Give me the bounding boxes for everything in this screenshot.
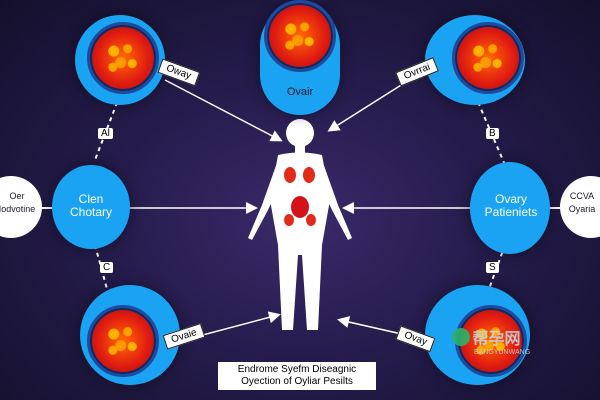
node-label-top-center: Ovair	[286, 86, 314, 98]
caption-line-1: Endrome Syefm Diseagnic	[237, 364, 357, 375]
body-organs	[284, 167, 316, 226]
node-label-left-center: Clen Chotary	[69, 192, 113, 219]
cell-image-top-center	[264, 0, 336, 72]
human-body-figure	[248, 119, 352, 330]
side-label-right: CCVA Oyaria	[568, 191, 596, 214]
caption-line-2: Oyection of Oyliar Pesilts	[241, 376, 353, 387]
side-label-left: Oer Iodvotine	[0, 191, 36, 214]
edge-label-right-lower: S	[486, 262, 499, 273]
node-right-center	[470, 162, 550, 254]
cell-image-top-left	[87, 22, 159, 94]
edge-label-left-upper: Al	[98, 128, 113, 139]
watermark-text-top: 帮孕网	[472, 331, 521, 348]
watermark-logo-icon	[452, 328, 470, 346]
edge-label-left-lower: C	[100, 262, 114, 273]
cell-image-bottom-left	[87, 305, 159, 377]
node-label-right-center: Ovary Patieniets	[484, 192, 538, 219]
edge-label-right-upper: B	[486, 128, 499, 139]
cell-image-top-right	[452, 22, 524, 94]
diagram-caption: Endrome Syefm Diseagnic Oyection of Oyli…	[218, 362, 376, 390]
watermark: 帮孕网 BANGYUNWANG	[452, 325, 530, 356]
node-left-center	[52, 165, 130, 249]
watermark-text-bottom: BANGYUNWANG	[474, 349, 531, 356]
